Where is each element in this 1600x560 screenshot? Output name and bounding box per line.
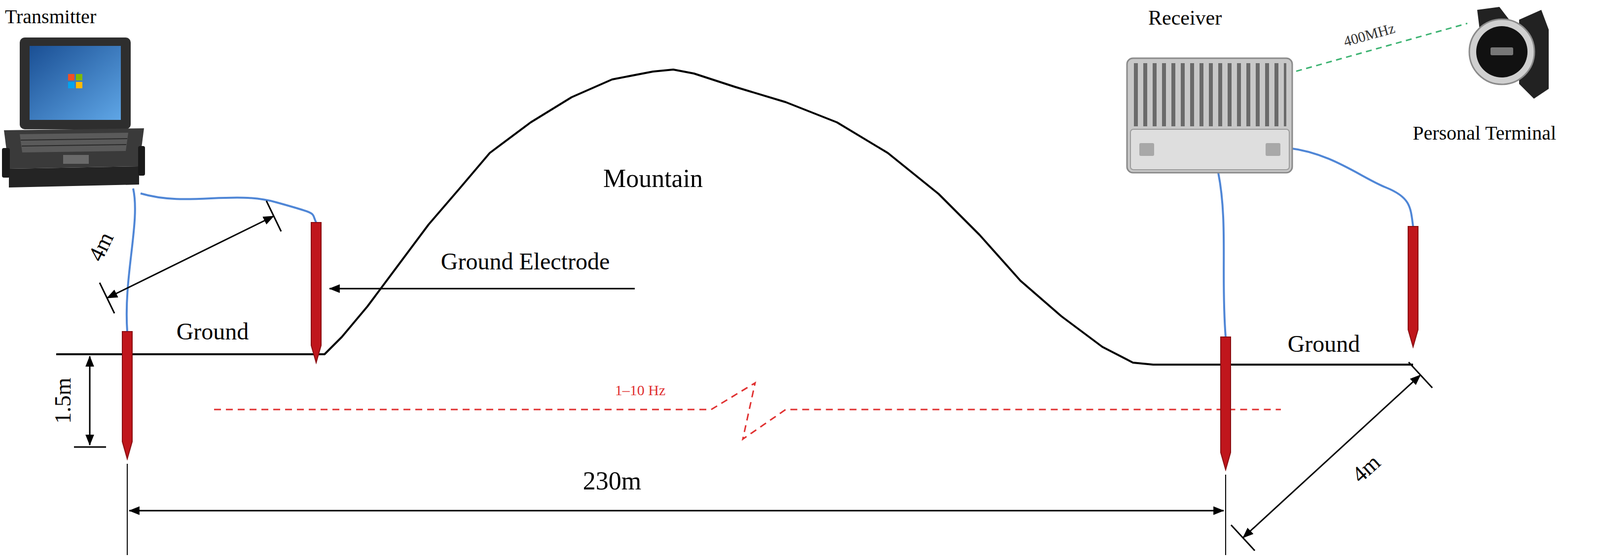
laptop-illustration [1,37,146,188]
dimension-label: 4m [1346,449,1386,488]
signal-path [214,382,1281,439]
ground-label: Ground [1287,330,1361,358]
dimension-tick [1408,362,1433,388]
dimension-line [129,509,1224,512]
dimension-line [1242,374,1421,538]
ground-label: Ground [176,318,250,345]
wire [1288,147,1414,227]
dimension-tick [266,200,282,232]
personal-terminal-node: Personal Terminal [1467,3,1552,102]
watch-illustration [1469,6,1549,99]
dimension-tick [1231,524,1255,551]
wire [1218,172,1226,337]
ground-electrode [122,331,133,459]
pointer-arrow [329,288,635,290]
receiver-node: Receiver [1122,40,1297,179]
ground-electrode [1220,336,1231,470]
node-heading: Receiver [1148,6,1222,30]
extension-line [126,463,128,555]
transmitter-node: Transmitter [0,35,146,191]
dimension-line [107,216,274,298]
dimension-tick [99,282,115,314]
dimension-label: 1.5m [50,377,76,424]
ground-electrode [1408,226,1419,347]
terrain-label: Mountain [603,164,703,193]
dimension-tick [73,446,107,448]
extension-line [1225,474,1227,555]
dimension-label: 230m [582,466,642,495]
frequency-label: 1–10 Hz [615,381,666,399]
part-label: Ground Electrode [440,248,611,275]
ground-electrode [311,222,322,363]
node-heading: Transmitter [4,5,97,28]
wire [126,188,136,332]
dimension-label: 4m [83,227,119,265]
node-heading: Personal Terminal [1412,122,1557,145]
receiver-illustration [1127,58,1293,173]
dimension-line [89,356,91,445]
wire [140,193,317,223]
